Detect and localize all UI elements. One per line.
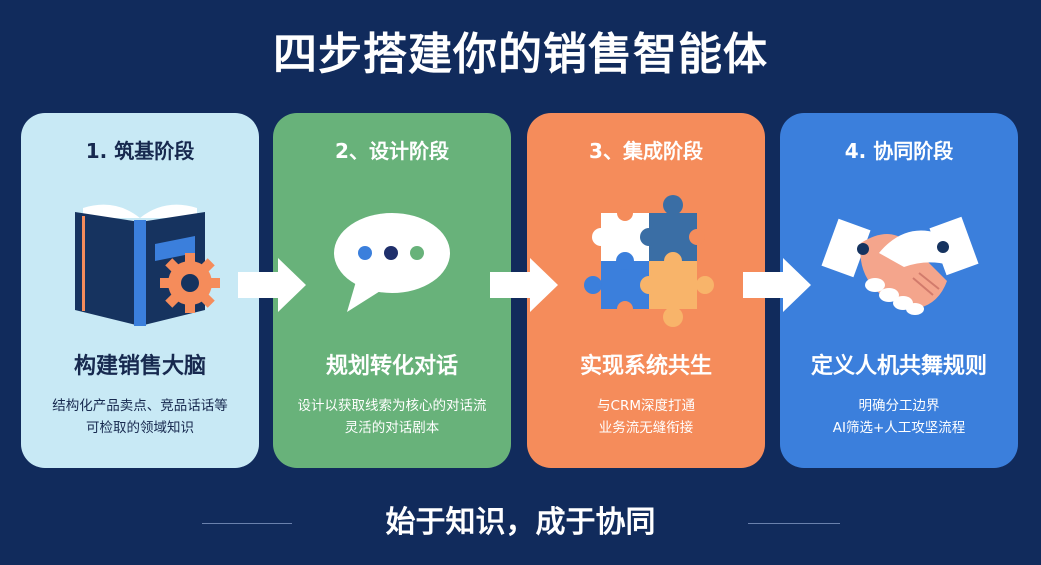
page-title: 四步搭建你的销售智能体 xyxy=(273,29,768,80)
stage-label: 1. 筑基阶段 xyxy=(85,139,195,163)
desc-line: 结构化产品卖点、竞品话话等 xyxy=(52,398,228,414)
arrow-right-icon xyxy=(238,258,306,312)
stage-description: 设计以获取线索为核心的对话流 灵活的对话剧本 xyxy=(279,395,505,439)
stage-label: 4. 协同阶段 xyxy=(844,139,954,163)
footer-slogan: 始于知识，成于协同 xyxy=(385,505,656,540)
arrow-right-icon xyxy=(743,258,811,312)
desc-line: 明确分工边界 xyxy=(858,398,940,414)
desc-line: 业务流无缝衔接 xyxy=(598,420,694,436)
stage-card-1: 1. 筑基阶段 xyxy=(21,113,259,468)
desc-line: 与CRM深度打通 xyxy=(597,398,695,414)
footer-divider-left xyxy=(202,523,292,524)
stage-heading: 构建销售大脑 xyxy=(73,354,206,379)
desc-line: 设计以获取线索为核心的对话流 xyxy=(297,398,487,414)
stage-heading: 实现系统共生 xyxy=(579,354,712,379)
stage-heading: 规划转化对话 xyxy=(325,354,458,379)
puzzle-icon xyxy=(527,193,765,333)
stage-description: 与CRM深度打通 业务流无缝衔接 xyxy=(533,395,759,439)
desc-line: AI筛选+人工攻坚流程 xyxy=(832,420,966,436)
chat-bubble-icon xyxy=(273,193,511,333)
desc-line: 灵活的对话剧本 xyxy=(344,420,440,436)
book-gear-icon xyxy=(21,193,259,333)
stage-card-3: 3、集成阶段 实现系统共生 与CRM深度打通 业务流无缝衔接 xyxy=(527,113,765,468)
stage-card-2: 2、设计阶段 规划转化对话 设计以获取线索为核心的对话流 灵活的对话剧本 xyxy=(273,113,511,468)
stage-card-4: 4. 协同阶段 定义人机共舞规则 明确分工边界 AI筛选+人工攻坚流程 xyxy=(780,113,1018,468)
stage-description: 结构化产品卖点、竞品话话等 可检取的领域知识 xyxy=(27,395,253,439)
footer-divider-right xyxy=(748,523,840,524)
stage-label: 3、集成阶段 xyxy=(589,139,703,163)
stage-label: 2、设计阶段 xyxy=(335,139,449,163)
stage-heading: 定义人机共舞规则 xyxy=(810,354,987,379)
handshake-icon xyxy=(780,193,1018,333)
desc-line: 可检取的领域知识 xyxy=(86,420,194,436)
stage-description: 明确分工边界 AI筛选+人工攻坚流程 xyxy=(786,395,1012,439)
arrow-right-icon xyxy=(490,258,558,312)
